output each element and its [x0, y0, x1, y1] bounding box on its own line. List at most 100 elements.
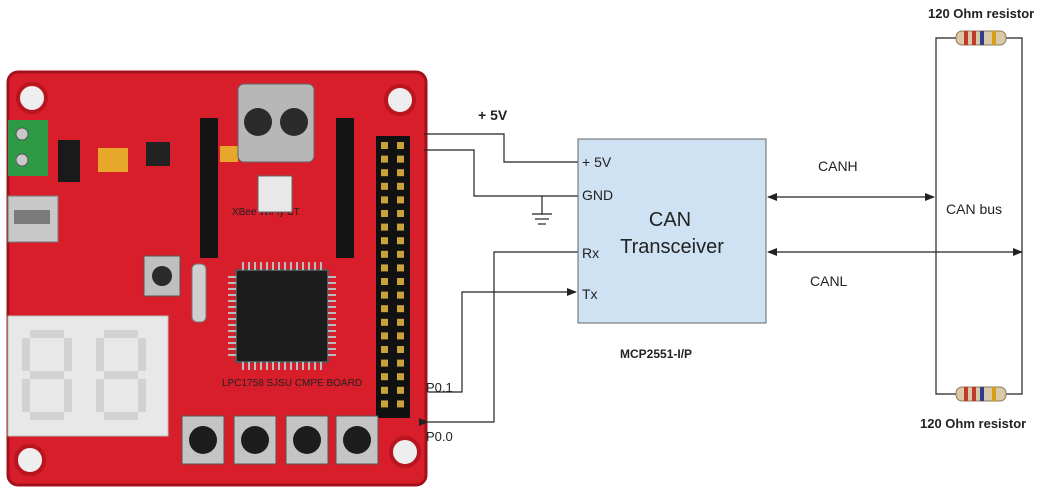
chip-leg — [314, 362, 316, 370]
header-pin — [381, 250, 388, 258]
mount-hole-icon — [389, 436, 421, 468]
battery-slot — [280, 108, 308, 136]
crystal-icon — [191, 263, 207, 323]
header-pin — [397, 359, 404, 367]
chip-leg — [228, 288, 236, 290]
push-button-cap — [293, 426, 321, 454]
chip-leg — [278, 262, 280, 270]
chip-leg — [272, 262, 274, 270]
resistor-top-icon — [955, 30, 1007, 46]
chip-leg — [228, 318, 236, 320]
pin-rx-label: Rx — [582, 245, 599, 261]
header-pin — [397, 237, 404, 245]
header-pin — [381, 346, 388, 353]
resistor-bottom-icon — [955, 386, 1007, 402]
chip-leg — [308, 362, 310, 370]
usb-port-slot — [14, 210, 50, 224]
push-button-cap — [189, 426, 217, 454]
header-pin — [397, 305, 404, 313]
chip-leg — [266, 362, 268, 370]
resistor-bottom-label: 120 Ohm resistor — [920, 416, 1026, 431]
chip-leg — [328, 282, 336, 284]
chip-leg — [242, 262, 244, 270]
chip-leg — [328, 312, 336, 314]
supply-label: + 5V — [478, 107, 508, 123]
chip-leg — [254, 262, 256, 270]
chip-leg — [328, 300, 336, 302]
chip-leg — [228, 276, 236, 278]
chip-leg — [328, 306, 336, 308]
segment — [22, 379, 30, 412]
segment — [138, 338, 146, 371]
segment — [96, 338, 104, 371]
chip-leg — [228, 294, 236, 296]
transceiver-box — [577, 138, 767, 324]
xbee-header-icon — [200, 118, 218, 258]
chip-leg — [328, 294, 336, 296]
chip-leg — [228, 336, 236, 338]
header-pin — [397, 250, 404, 258]
can-bus-right — [1004, 37, 1023, 395]
board-name: LPC1758 SJSU CMPE BOARD — [222, 378, 362, 389]
header-pin — [397, 142, 404, 149]
dev-board: XBee WiFly BT LPC1758 SJSU CMPE BOARD P0… — [6, 70, 453, 487]
ground-icon — [532, 213, 552, 225]
header-pin — [397, 264, 404, 272]
chip-leg — [328, 342, 336, 344]
xbee-header-icon — [336, 118, 354, 258]
chip-leg — [228, 354, 236, 356]
header-pin — [381, 373, 388, 381]
chip-leg — [328, 324, 336, 326]
push-button-cap — [343, 426, 371, 454]
canh-label: CANH — [818, 158, 858, 174]
header-pin — [397, 210, 404, 217]
chip-leg — [328, 354, 336, 356]
chip-leg — [228, 312, 236, 314]
chip-leg — [248, 262, 250, 270]
header-pin — [397, 386, 404, 394]
segment — [30, 371, 64, 379]
screw-icon — [15, 127, 29, 141]
header-pin — [381, 142, 388, 149]
chip-leg — [248, 362, 250, 370]
chip-leg — [328, 348, 336, 350]
segment — [22, 338, 30, 371]
seven-segment-digits — [22, 330, 146, 420]
chip-leg — [296, 262, 298, 270]
pin-gnd-label: GND — [582, 187, 613, 203]
pin-vcc-label: + 5V — [582, 154, 612, 170]
chip-leg — [228, 300, 236, 302]
chip-leg — [290, 362, 292, 370]
chip-leg — [260, 262, 262, 270]
ic-chip-icon — [58, 140, 80, 182]
chip-leg — [228, 330, 236, 332]
segment — [30, 330, 64, 338]
header-pin — [397, 400, 404, 408]
chip-leg — [328, 330, 336, 332]
header-pin — [381, 386, 388, 394]
header-pin — [397, 346, 404, 353]
header-pin — [381, 400, 388, 408]
can-bus-label: CAN bus — [946, 201, 1002, 217]
chip-leg — [302, 362, 304, 370]
chip-leg — [242, 362, 244, 370]
wiring — [419, 37, 1023, 426]
chip-leg — [228, 324, 236, 326]
chip-leg — [228, 348, 236, 350]
battery-holder-icon — [237, 83, 315, 163]
pin-header-pins — [381, 142, 404, 408]
wire-tx — [428, 288, 577, 393]
push-button-cap — [241, 426, 269, 454]
header-pin — [381, 210, 388, 217]
segment — [30, 412, 64, 420]
chip-leg — [320, 262, 322, 270]
chip-leg — [320, 362, 322, 370]
header-pin — [381, 318, 388, 326]
header-pin — [381, 169, 388, 177]
pin-p00-label: P0.0 — [426, 429, 453, 444]
capacitor-icon — [98, 148, 128, 172]
ic-chip-icon — [146, 142, 170, 166]
chip-leg — [278, 362, 280, 370]
header-pin — [397, 278, 404, 285]
wire-gnd — [424, 149, 578, 197]
